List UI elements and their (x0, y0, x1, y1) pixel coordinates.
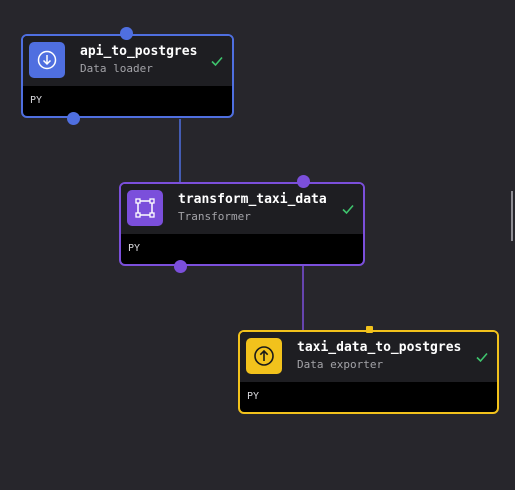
block-header: api_to_postgres Data loader (23, 36, 232, 86)
download-circle-icon (29, 42, 65, 78)
block-node-taxi-data-to-postgres[interactable]: taxi_data_to_postgres Data exporter PY (238, 326, 499, 414)
upload-circle-icon (246, 338, 282, 374)
block-node-api-to-postgres[interactable]: api_to_postgres Data loader PY (21, 27, 234, 125)
block-header: transform_taxi_data Transformer (121, 184, 363, 234)
frame-corners-icon (127, 190, 163, 226)
block-type: Transformer (178, 210, 251, 223)
block-language: PY (128, 243, 141, 254)
success-check-icon (211, 56, 223, 67)
block-type: Data exporter (297, 358, 384, 371)
input-port[interactable] (297, 175, 310, 188)
block-header: taxi_data_to_postgres Data exporter (240, 332, 497, 382)
block-language: PY (247, 391, 260, 402)
canvas-scrollbar[interactable] (511, 191, 513, 241)
block-language: PY (30, 95, 43, 106)
output-port[interactable] (67, 112, 80, 125)
block-title: taxi_data_to_postgres (297, 340, 462, 355)
output-port[interactable] (174, 260, 187, 273)
success-check-icon (476, 352, 488, 363)
input-port[interactable] (120, 27, 133, 40)
block-node-transform-taxi-data[interactable]: transform_taxi_data Transformer PY (119, 175, 365, 273)
block-type: Data loader (80, 62, 153, 75)
success-check-icon (342, 204, 354, 215)
block-title: transform_taxi_data (178, 192, 327, 207)
input-port[interactable] (366, 326, 373, 333)
block-title: api_to_postgres (80, 44, 198, 59)
